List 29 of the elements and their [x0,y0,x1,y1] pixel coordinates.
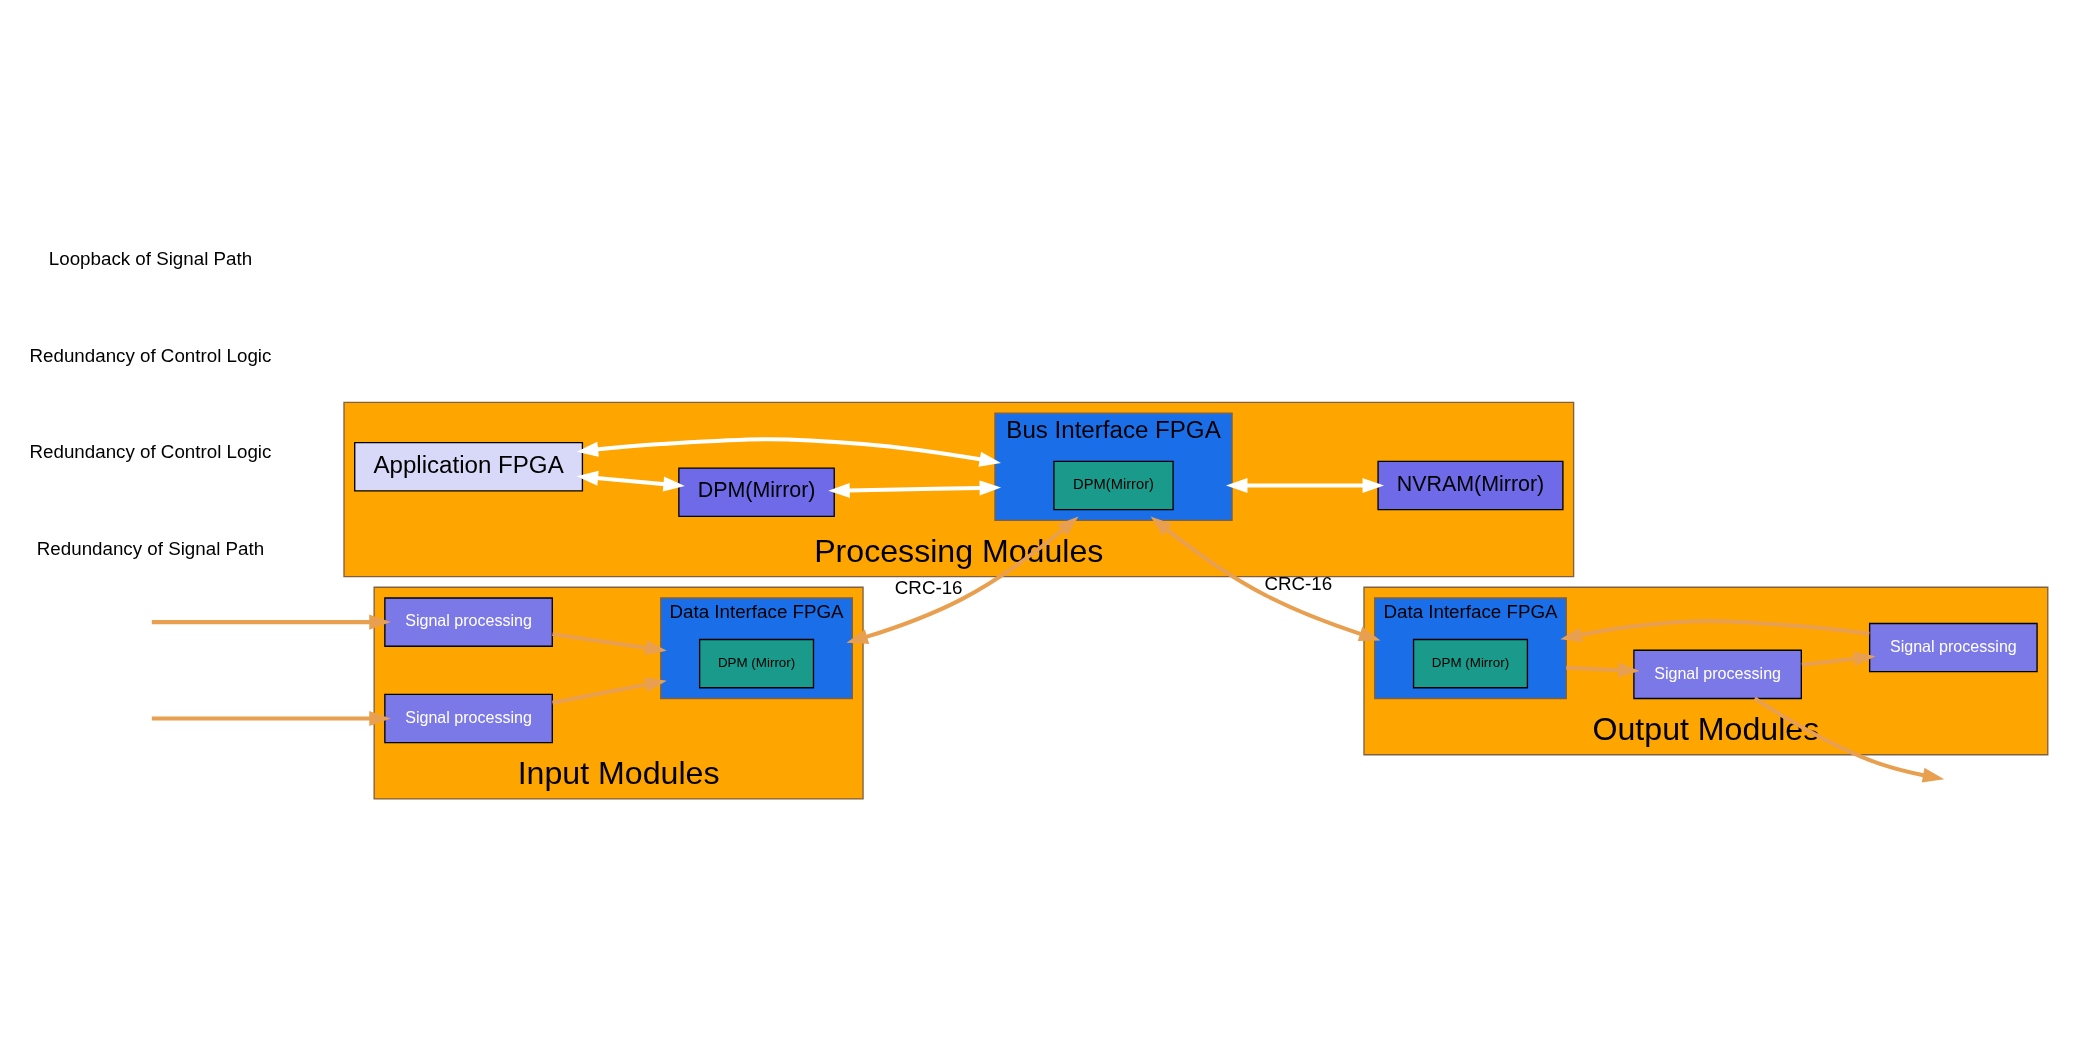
arrow [1753,696,1945,783]
arrow [1801,650,1876,667]
label: Redundancy of Control Logic [29,344,272,366]
node-box: DPM (Mirror) [698,638,815,688]
node-box: NVRAM(Mirror) [1377,460,1564,510]
arrow [552,676,667,705]
edge-label: CRC-16 [894,576,963,598]
label: Redundancy of Control Logic [29,440,272,462]
arrow [576,470,685,491]
label: Redundancy of Signal Path [36,537,265,559]
arrow [1566,662,1640,678]
arrow [151,710,391,726]
arrow [1150,516,1381,641]
arrow [1225,477,1385,493]
node-box: Signal processing [1633,649,1802,699]
arrow [576,436,1001,467]
node-box: Signal processing [384,596,553,647]
node-box: DPM(Mirror) [1053,460,1174,510]
label: Loopback of Signal Path [48,247,253,269]
arrow [828,479,1002,498]
node-box: DPM (Mirror) [1412,638,1529,688]
arrow [552,631,667,655]
node-box: Application FPGA [354,441,584,492]
node-box: Signal processing [1868,622,2038,672]
arrow [1560,618,1870,642]
arrow [151,614,391,630]
node-box: DPM(Mirror) [678,466,835,517]
arrow [846,515,1079,644]
node-box: Signal processing [384,693,553,743]
